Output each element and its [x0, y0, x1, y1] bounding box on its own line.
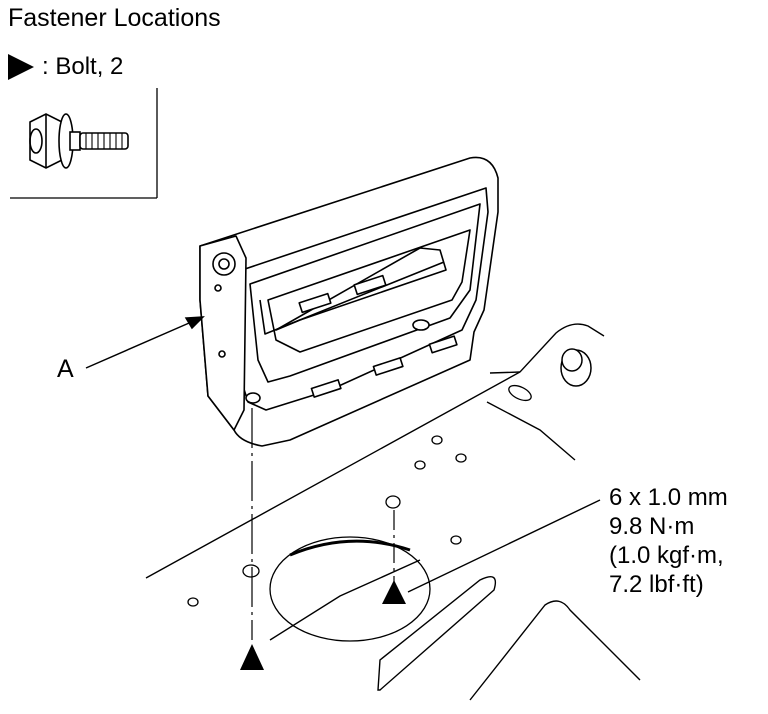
panel-stud: [560, 348, 592, 387]
bolt-marker-2-icon: [382, 580, 406, 604]
bolt-paths: [251, 408, 395, 640]
bracket: [199, 156, 499, 447]
bolt-legend: : Bolt, 2: [8, 53, 123, 81]
callout-a-pointer: [85, 316, 205, 369]
torque-spec: 6 x 1.0 mm 9.8 N·m (1.0 kgf·m, 7.2 lbf·f…: [609, 483, 728, 599]
bolt-icon: [29, 113, 129, 169]
bolt-location-markers: [240, 580, 406, 670]
spec-torque-lbfft: 7.2 lbf·ft): [609, 571, 704, 598]
bolt-legend-label: : Bolt, 2: [42, 53, 124, 80]
spec-torque-nm: 9.8 N·m: [609, 513, 695, 540]
panel-holes: [187, 384, 532, 642]
spec-size: 6 x 1.0 mm: [609, 484, 728, 511]
callout-label-a: A: [57, 355, 74, 383]
triangle-marker-icon: [8, 54, 34, 80]
diagram-title: Fastener Locations: [8, 4, 221, 32]
bolt-marker-1-icon: [240, 644, 264, 670]
spec-leader: [407, 499, 601, 593]
bolt-inset-frame: [10, 88, 158, 199]
spec-torque-kgfm: (1.0 kgf·m,: [609, 542, 724, 569]
